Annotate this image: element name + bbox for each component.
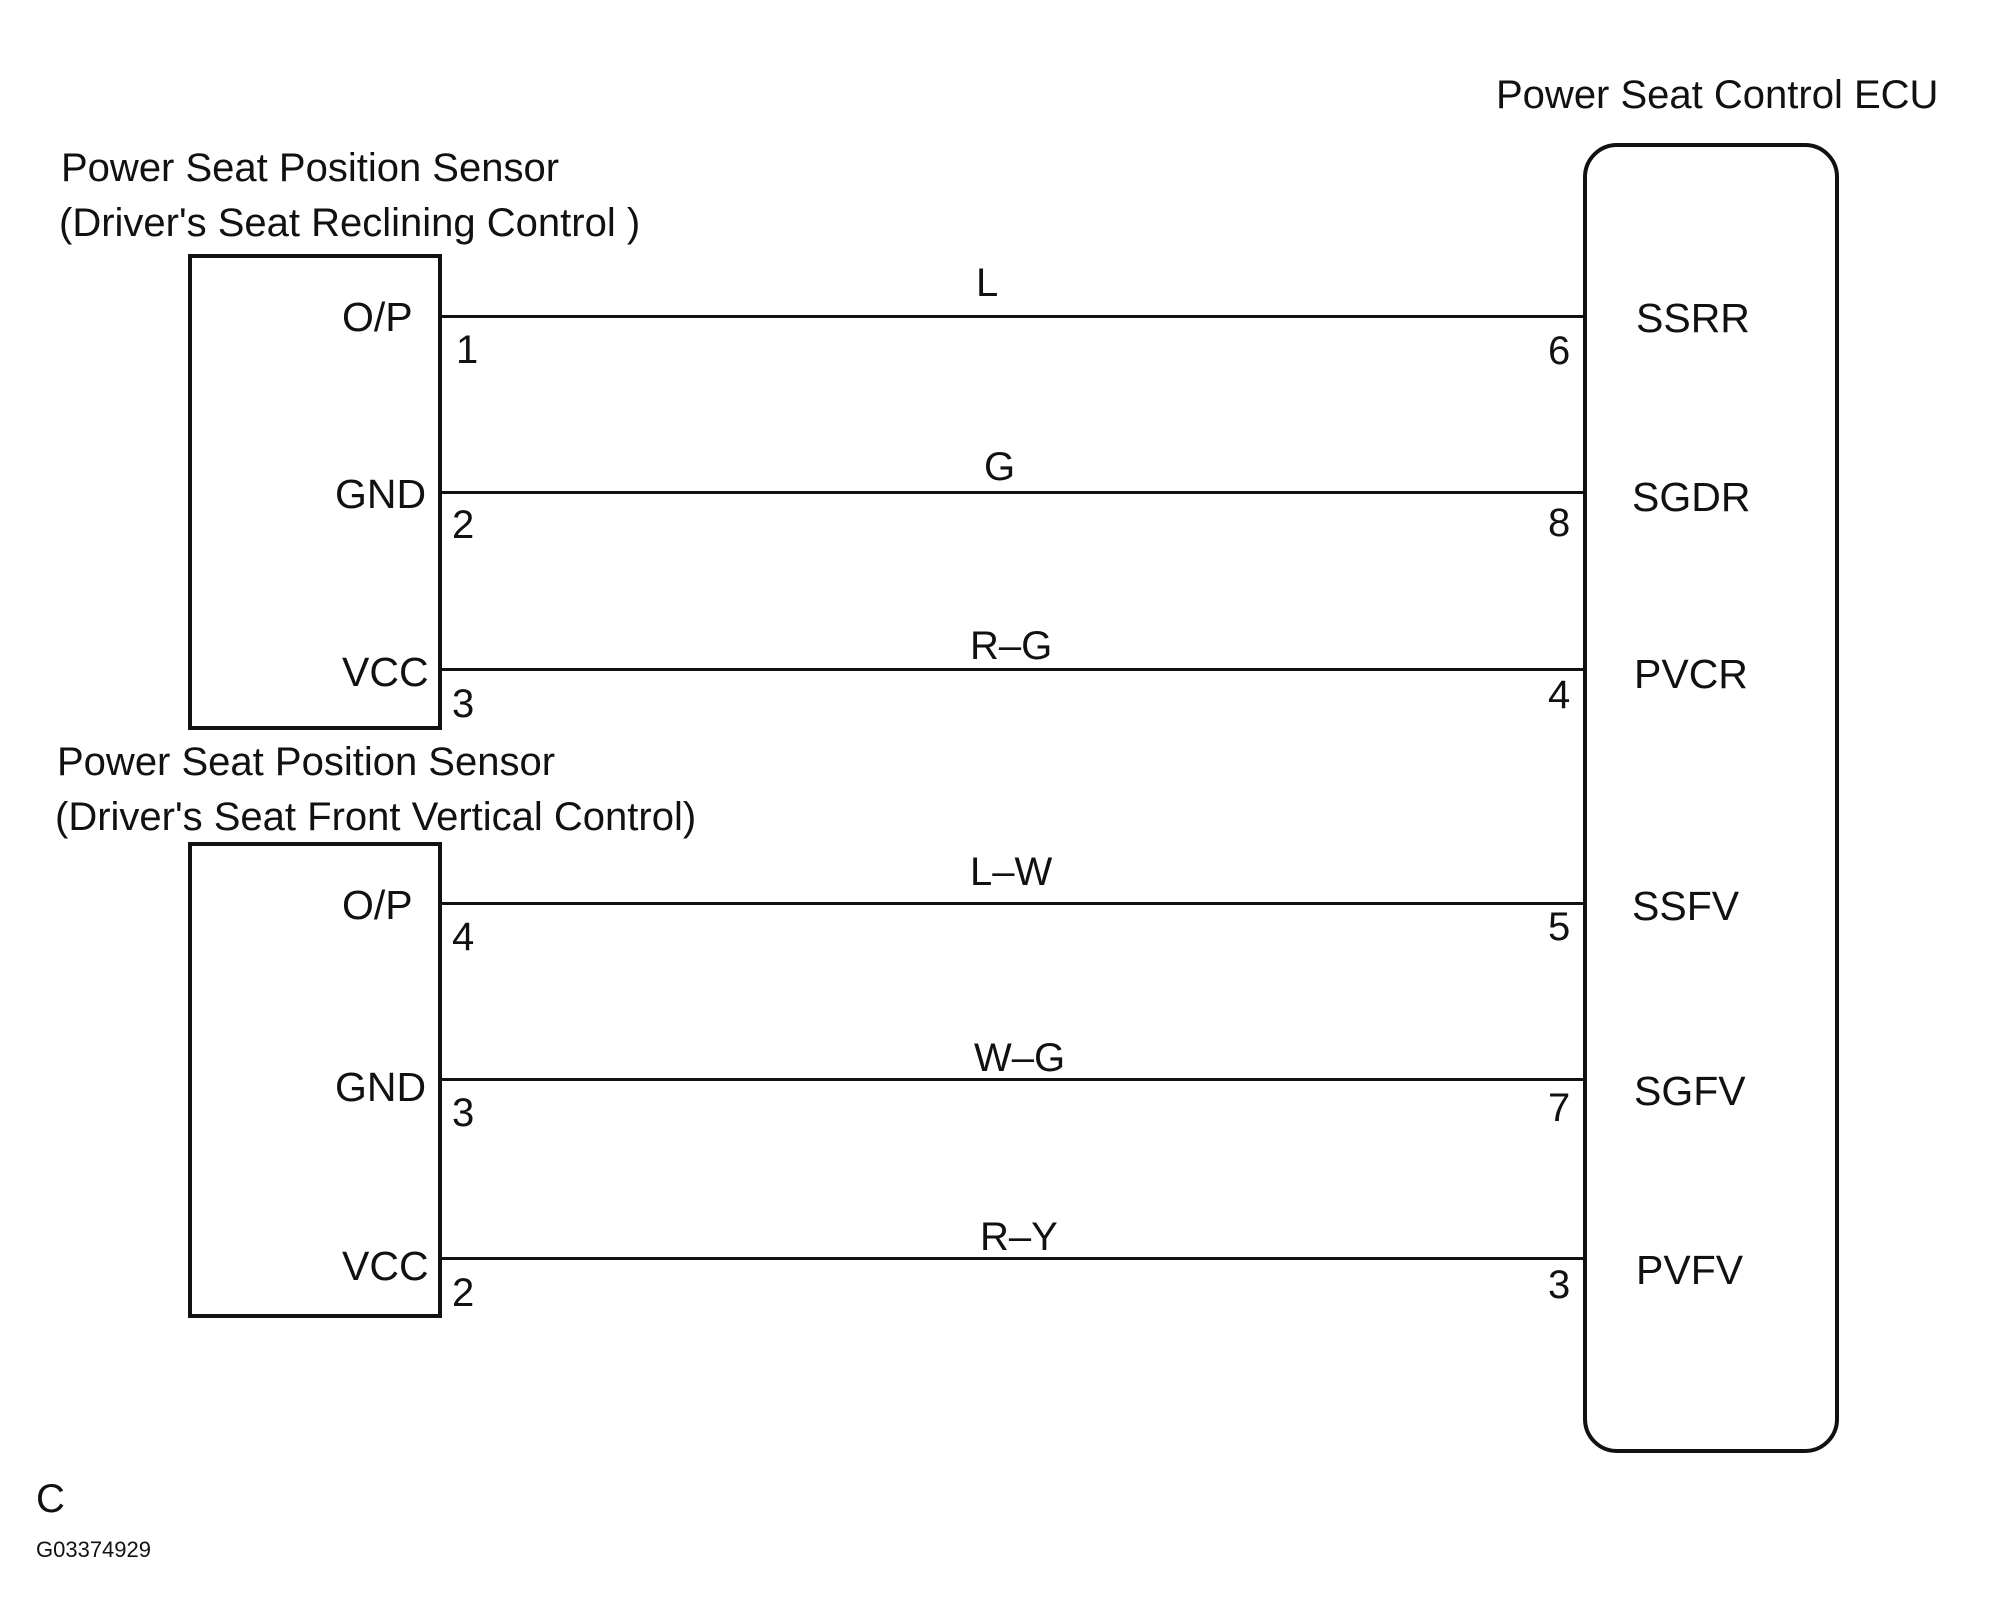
wire-r-y (442, 1257, 1585, 1260)
ecu-terminal-pvfv: PVFV (1636, 1247, 1744, 1293)
sensor1-box (188, 254, 442, 730)
wire-color-label: L–W (970, 850, 1053, 894)
ecu-terminal-ssfv: SSFV (1632, 883, 1740, 929)
ecu-pin-number-4: 4 (1548, 673, 1571, 717)
wire-color-label: R–Y (980, 1215, 1058, 1259)
wire-color-label: R–G (970, 624, 1053, 668)
ecu-pin-number-5: 5 (1548, 905, 1571, 949)
sensor1-pin-gnd: GND (335, 471, 427, 517)
ecu-pin-number-3: 3 (1548, 1263, 1571, 1307)
ecu-box (1583, 143, 1839, 1453)
wire-w-g (442, 1078, 1585, 1081)
ecu-terminal-sgfv: SGFV (1634, 1068, 1746, 1114)
sensor2-pin-vcc: VCC (342, 1243, 429, 1289)
sensor1-pin-number-3: 3 (452, 682, 475, 726)
sensor2-pin-op: O/P (342, 882, 413, 928)
sensor2-box (188, 842, 442, 1318)
wire-l-w (442, 902, 1585, 905)
ecu-pin-number-8: 8 (1548, 501, 1571, 545)
ecu-terminal-ssrr: SSRR (1636, 295, 1750, 341)
ecu-pin-number-7: 7 (1548, 1086, 1571, 1130)
figure-code: G03374929 (36, 1537, 151, 1562)
sensor1-pin-vcc: VCC (342, 649, 429, 695)
wire-l (442, 315, 1585, 318)
sensor2-title-line2: (Driver's Seat Front Vertical Control) (55, 795, 697, 839)
ecu-terminal-sgdr: SGDR (1632, 474, 1751, 520)
ecu-terminal-pvcr: PVCR (1634, 651, 1748, 697)
wire-color-label: W–G (974, 1036, 1066, 1080)
sensor2-pin-number-3: 3 (452, 1091, 475, 1135)
sensor1-title-line1: Power Seat Position Sensor (61, 146, 560, 190)
footer-letter: C (36, 1477, 65, 1521)
wire-g (442, 491, 1585, 494)
sensor2-pin-number-2: 2 (452, 1271, 475, 1315)
ecu-title: Power Seat Control ECU (1496, 73, 1939, 117)
wire-color-label: L (976, 261, 999, 305)
sensor1-pin-op: O/P (342, 294, 413, 340)
sensor2-pin-gnd: GND (335, 1064, 427, 1110)
sensor2-title-line1: Power Seat Position Sensor (57, 740, 556, 784)
sensor1-title-line2: (Driver's Seat Reclining Control ) (59, 201, 641, 245)
wire-color-label: G (984, 445, 1016, 489)
sensor2-pin-number-4: 4 (452, 915, 475, 959)
sensor1-pin-number-1: 1 (456, 328, 479, 372)
sensor1-pin-number-2: 2 (452, 503, 475, 547)
ecu-pin-number-6: 6 (1548, 329, 1571, 373)
wire-r-g (442, 668, 1585, 671)
